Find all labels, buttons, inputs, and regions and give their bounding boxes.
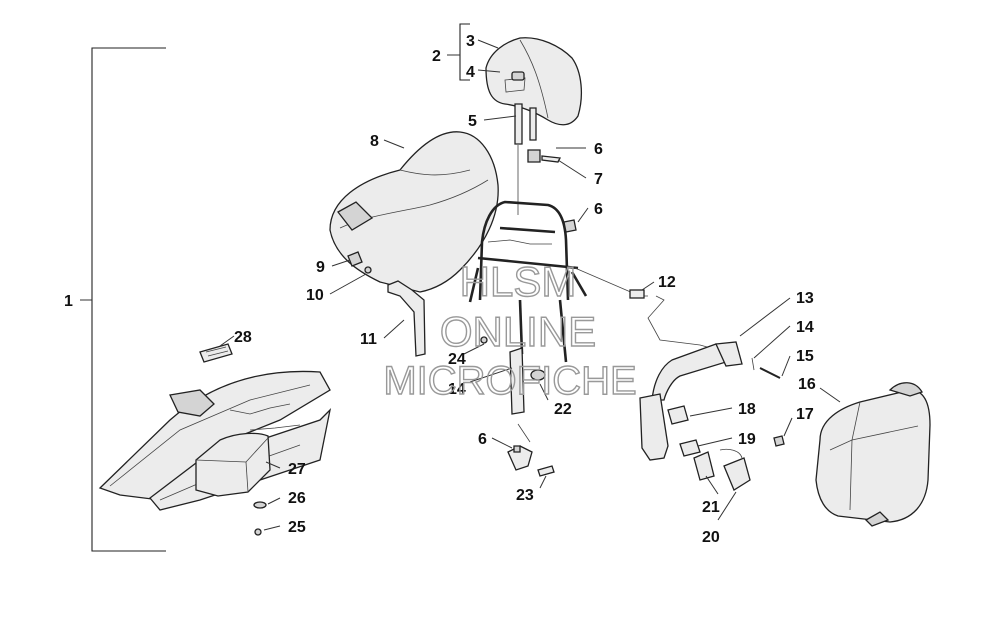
callout-23: 23 xyxy=(516,487,534,504)
callout-21: 21 xyxy=(702,499,720,516)
callout-17: 17 xyxy=(796,406,814,423)
callout-16: 16 xyxy=(798,376,816,393)
callout-6: 6 xyxy=(594,201,603,218)
callout-14: 14 xyxy=(448,381,466,398)
decal-28 xyxy=(199,343,233,363)
callout-9: 9 xyxy=(316,259,325,276)
storage-box xyxy=(195,432,271,497)
callout-18: 18 xyxy=(738,401,756,418)
clip-19 xyxy=(679,439,701,457)
callout-11: 11 xyxy=(360,331,377,348)
leader-lines xyxy=(219,39,841,531)
watermark-line-2: ONLINE xyxy=(440,308,596,355)
callout-12: 12 xyxy=(658,274,676,291)
callout-25: 25 xyxy=(288,519,306,536)
callout-22: 22 xyxy=(554,401,572,418)
clip-18 xyxy=(667,405,689,425)
callout-26: 26 xyxy=(288,490,306,507)
screw-25 xyxy=(254,528,262,536)
callout-8: 8 xyxy=(370,133,379,150)
cable-connector xyxy=(629,289,645,299)
callout-10: 10 xyxy=(306,287,324,304)
hardware-6-mid xyxy=(563,219,577,233)
screw-17 xyxy=(773,435,785,447)
screw-15 xyxy=(759,367,781,379)
callout-15: 15 xyxy=(796,348,814,365)
callout-5: 5 xyxy=(468,113,477,130)
watermark-line-1: HLSM xyxy=(460,258,577,305)
callout-6: 6 xyxy=(478,431,487,448)
rack-upright xyxy=(480,336,546,415)
backrest-posts xyxy=(514,103,537,145)
cable-12 xyxy=(574,267,719,351)
callout-2: 2 xyxy=(432,48,441,65)
callout-19: 19 xyxy=(738,431,756,448)
lower-clamp xyxy=(507,423,555,477)
assembly-bracket-2 xyxy=(459,23,470,81)
side-bag xyxy=(815,382,931,527)
callout-4: 4 xyxy=(466,64,475,81)
backrest-pad xyxy=(485,37,583,126)
hardware-10 xyxy=(364,266,372,274)
screw-14 xyxy=(751,357,755,371)
watermark-line-3: MICROFICHE xyxy=(383,359,636,403)
callout-28: 28 xyxy=(234,329,252,346)
side-strap xyxy=(639,341,743,461)
callout-14: 14 xyxy=(796,319,814,336)
callout-24: 24 xyxy=(448,351,466,368)
callout-7: 7 xyxy=(594,171,603,188)
callout-27: 27 xyxy=(288,461,306,478)
callout-1: 1 xyxy=(64,293,73,310)
callout-13: 13 xyxy=(796,290,814,307)
clip-20-21 xyxy=(693,448,751,491)
callout-20: 20 xyxy=(702,529,720,546)
watermark: HLSM ONLINE MICROFICHE xyxy=(383,257,638,403)
seat-bracket xyxy=(387,280,426,357)
washer-26 xyxy=(253,501,267,509)
hardware-6-top xyxy=(527,149,561,163)
hardware-9 xyxy=(347,251,363,267)
callouts: 1 2 3 4 5 6 7 8 6 9 10 11 12 13 14 15 16… xyxy=(64,33,816,546)
callout-6: 6 xyxy=(594,141,603,158)
callout-3: 3 xyxy=(466,33,475,50)
